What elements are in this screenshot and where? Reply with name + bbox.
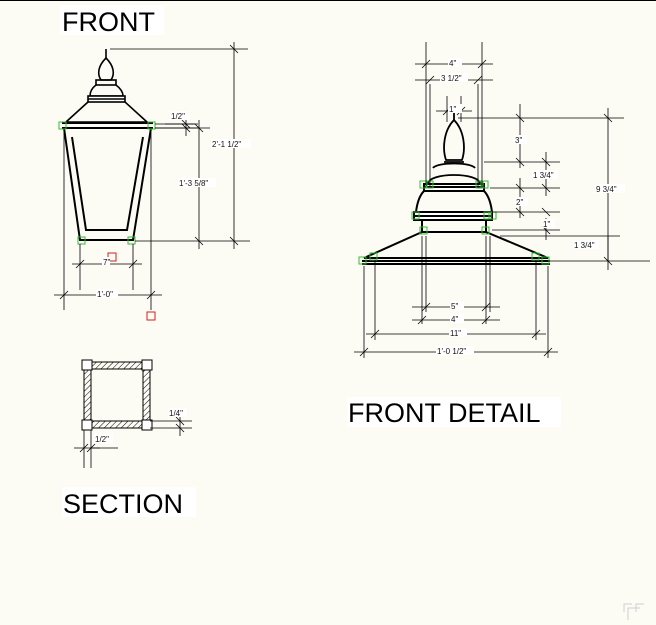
front-dim-overall-height-bg <box>211 139 251 148</box>
front-selection-handles[interactable] <box>58 121 156 245</box>
front-dim-body-height-bg <box>178 178 216 187</box>
section-corner-tl <box>81 359 93 371</box>
resize-grip-icon[interactable] <box>623 603 644 620</box>
detail-dim-1-75a-bg <box>532 170 558 179</box>
detail-dim-3-5-bg <box>440 73 468 82</box>
front-finial <box>63 49 150 123</box>
detail-dim-5-bg <box>450 301 464 310</box>
detail-dim-4bottom-text: 4" <box>451 315 458 324</box>
front-dim-body-height-text: 1'-3 5/8" <box>179 179 208 188</box>
detail-dim-1-75b-bg <box>573 240 599 249</box>
section-corner-bl <box>81 419 93 431</box>
detail-selection-handles[interactable] <box>358 180 550 265</box>
detail-finial <box>427 112 481 185</box>
detail-dim-9-75-bg <box>595 184 625 193</box>
section-title: SECTION <box>63 489 183 519</box>
front-dim-overall-width-bg <box>96 289 118 298</box>
front-dim-base-width-text: 7" <box>103 258 110 267</box>
front-dim-half-bg <box>170 111 190 120</box>
front-dim-overall-width-text: 1'-0" <box>97 290 113 299</box>
detail-dim-5-text: 5" <box>451 302 458 311</box>
detail-dim-1-v-bg <box>542 219 555 228</box>
front-detail-title: FRONT DETAIL <box>348 398 541 428</box>
detail-dim-2-bg <box>515 197 528 206</box>
detail-dim-1-text: 1" <box>449 105 456 114</box>
detail-dim-1-bg <box>448 104 462 113</box>
detail-dim-4top-bg <box>448 58 462 67</box>
detail-dim-12-5-text: 1'-0 1/2" <box>437 347 466 356</box>
section-dim-frame-text: 1/2" <box>95 435 109 444</box>
front-dim-base-width <box>72 244 142 290</box>
section-opening <box>90 368 144 422</box>
front-detail-title-bg <box>347 397 561 427</box>
front-top-band <box>62 122 153 129</box>
detail-brim <box>362 231 550 265</box>
detail-dim-12-5-bg <box>436 346 474 355</box>
detail-dim-4top-text: 4" <box>449 59 456 68</box>
section-dim-wall-bg <box>168 408 187 417</box>
section-dim-frame <box>74 430 118 468</box>
section-dim-frame-bg <box>94 434 113 443</box>
front-marker-2[interactable] <box>146 311 156 321</box>
detail-dim-1-75a-text: 1 3/4" <box>533 171 554 180</box>
detail-dim-3-bg <box>514 135 527 144</box>
front-dim-half-text: 1/2" <box>171 112 185 121</box>
front-body <box>63 127 152 241</box>
detail-dim-3-5-text: 3 1/2" <box>441 74 462 83</box>
front-title: FRONT <box>62 7 155 37</box>
detail-bottom-width-dims <box>354 236 558 358</box>
detail-dim-4bottom-bg <box>450 314 464 323</box>
front-dim-base-width-bg <box>102 257 110 266</box>
front-view[interactable]: FRONT <box>54 5 251 321</box>
section-dim-wall <box>150 412 192 436</box>
front-dim-overall-height-text: 2'-1 1/2" <box>212 140 241 149</box>
detail-dim-11-bg <box>449 328 467 337</box>
detail-dim-1-v-text: 1" <box>543 220 550 229</box>
detail-dim-3-text: 3" <box>515 136 522 145</box>
detail-cap <box>413 183 494 233</box>
section-corner-br <box>141 419 153 431</box>
detail-dim-11-text: 11" <box>450 329 461 338</box>
section-corner-tr <box>141 359 153 371</box>
detail-dim-9-75-text: 9 3/4" <box>596 185 617 194</box>
section-view[interactable]: 1/4" 1/2" SECTION <box>62 359 196 519</box>
detail-dim-1-75b-text: 1 3/4" <box>574 241 595 250</box>
detail-dim-2-text: 2" <box>516 198 523 207</box>
front-title-bg <box>60 5 164 35</box>
section-dim-wall-text: 1/4" <box>169 409 183 418</box>
section-title-bg <box>62 487 196 517</box>
front-detail-view[interactable]: 4" 3 1/2" 1" <box>347 42 650 428</box>
